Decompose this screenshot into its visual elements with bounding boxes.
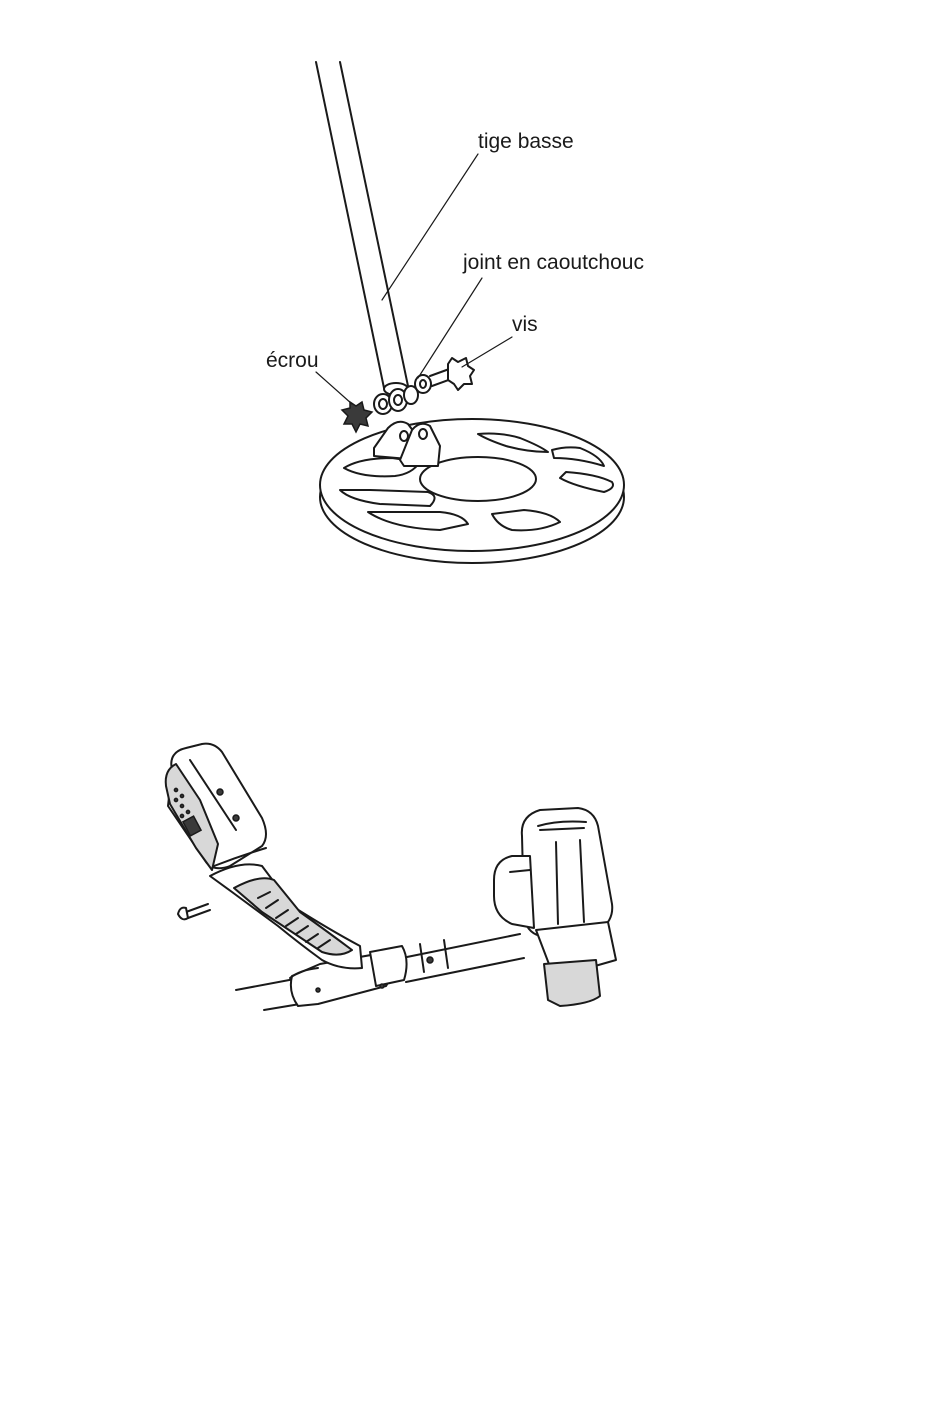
- lower-shaft: [316, 62, 408, 395]
- search-coil: [320, 419, 624, 563]
- label-rubber-gasket: joint en caoutchouc: [462, 251, 644, 274]
- mounting-screw: [178, 904, 210, 919]
- leader-nut: [316, 372, 352, 404]
- label-nut: écrou: [266, 349, 319, 372]
- control-box-figure: [166, 744, 616, 1010]
- leader-screw: [462, 337, 512, 367]
- armrest: [494, 808, 616, 1006]
- coil-assembly-figure: tige basse joint en caoutchouc vis écrou: [266, 62, 644, 563]
- handle-grip: [210, 864, 362, 968]
- leader-lower-shaft: [382, 154, 478, 300]
- control-box: [166, 744, 266, 870]
- screw: [430, 358, 474, 390]
- nut: [342, 402, 372, 432]
- label-lower-shaft: tige basse: [478, 130, 574, 153]
- label-screw: vis: [512, 313, 538, 336]
